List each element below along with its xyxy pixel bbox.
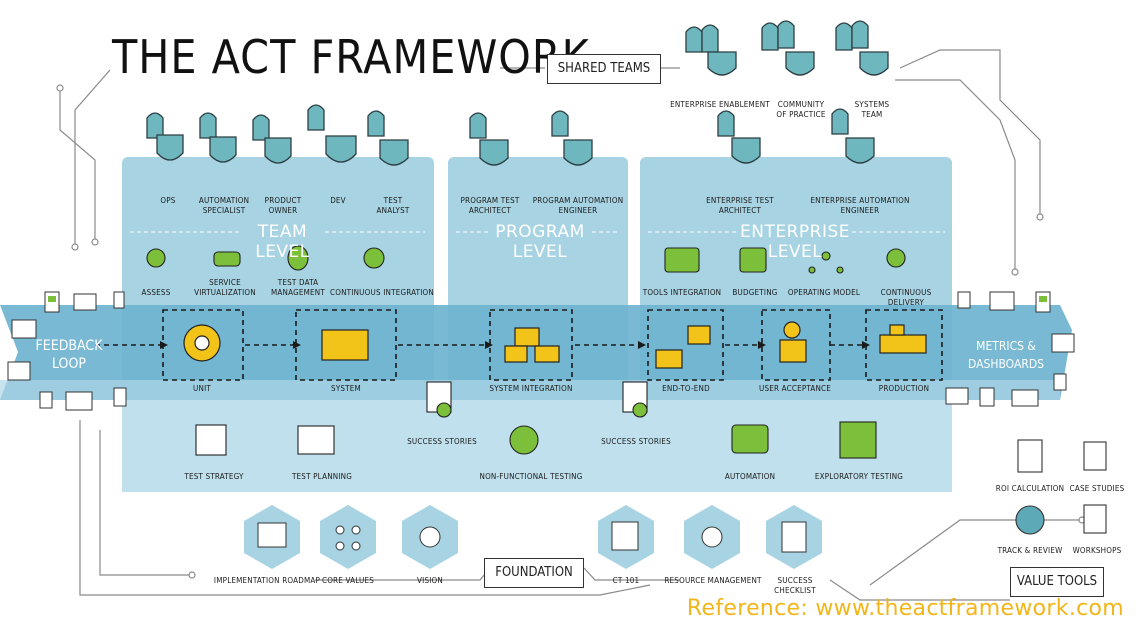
- foundation-item-label: CT 101: [612, 576, 640, 585]
- foundation-item-label: IMPLEMENTATION ROADMAP: [213, 576, 321, 585]
- metrics-dashboards-label: METRICS & DASHBOARDS: [968, 339, 1044, 371]
- role-label: OPS: [160, 196, 176, 205]
- pipeline-stage-label: END-TO-END: [662, 384, 710, 393]
- role-label: PROGRAM AUTOMATION ENGINEER: [532, 196, 624, 215]
- shared-teams-tag: SHARED TEAMS: [547, 54, 661, 84]
- role-label: ENTERPRISE TEST ARCHITECT: [706, 196, 774, 215]
- lower-item-label: SUCCESS STORIES: [601, 437, 671, 446]
- practice-label: CONTINUOUS INTEGRATION: [330, 288, 434, 297]
- value-tool-label: ROI CALCULATION: [995, 484, 1065, 493]
- value-tool-label: WORKSHOPS: [1072, 546, 1122, 555]
- shared-team-label: COMMUNITY OF PRACTICE: [776, 100, 826, 119]
- shared-team-label: ENTERPRISE ENABLEMENT: [670, 100, 770, 109]
- practice-label: SERVICE VIRTUALIZATION: [194, 278, 256, 297]
- role-label: PROGRAM TEST ARCHITECT: [460, 196, 520, 215]
- pipeline-stage-label: SYSTEM: [331, 384, 361, 393]
- foundation-item-label: RESOURCE MANAGEMENT: [664, 576, 762, 585]
- foundation-item-label: SUCCESS CHECKLIST: [774, 576, 816, 595]
- practice-label: BUDGETING: [732, 288, 778, 297]
- foundation-tag: FOUNDATION: [484, 558, 584, 588]
- value-tool-label: CASE STUDIES: [1069, 484, 1125, 493]
- lower-item-label: EXPLORATORY TESTING: [814, 472, 904, 481]
- pipeline-stage-label: UNIT: [193, 384, 211, 393]
- reference-text: Reference: www.theactframework.com: [686, 596, 1124, 621]
- role-label: PRODUCT OWNER: [264, 196, 302, 215]
- lower-item-label: NON-FUNCTIONAL TESTING: [479, 472, 583, 481]
- practice-label: OPERATING MODEL: [787, 288, 861, 297]
- practice-label: ASSESS: [141, 288, 171, 297]
- pipeline-stage-label: PRODUCTION: [878, 384, 930, 393]
- practice-label: TOOLS INTEGRATION: [642, 288, 722, 297]
- role-label: AUTOMATION SPECIALIST: [198, 196, 250, 215]
- team-level-label: TEAM LEVEL: [255, 222, 310, 262]
- page-title: THE ACT FRAMEWORK: [112, 30, 590, 84]
- pipeline-stage-label: SYSTEM INTEGRATION: [489, 384, 573, 393]
- program-level-label: PROGRAM LEVEL: [495, 222, 585, 262]
- practice-label: TEST DATA MANAGEMENT: [271, 278, 325, 297]
- foundation-item-label: VISION: [417, 576, 443, 585]
- role-label: ENTERPRISE AUTOMATION ENGINEER: [810, 196, 910, 215]
- pipeline-stage-label: USER ACCEPTANCE: [758, 384, 832, 393]
- shared-team-label: SYSTEMS TEAM: [854, 100, 890, 119]
- value-tools-tag: VALUE TOOLS: [1010, 567, 1104, 597]
- role-label: TEST ANALYST: [376, 196, 410, 215]
- role-label: DEV: [330, 196, 346, 205]
- feedback-loop-label: FEEDBACK LOOP: [35, 338, 103, 372]
- lower-item-label: SUCCESS STORIES: [407, 437, 477, 446]
- lower-item-label: TEST PLANNING: [291, 472, 353, 481]
- practice-label: CONTINUOUS DELIVERY: [880, 288, 932, 307]
- foundation-item-label: CORE VALUES: [321, 576, 375, 585]
- enterprise-level-label: ENTERPRISE LEVEL: [739, 222, 850, 262]
- lower-item-label: AUTOMATION: [724, 472, 776, 481]
- lower-item-label: TEST STRATEGY: [184, 472, 244, 481]
- value-tool-label: TRACK & REVIEW: [997, 546, 1063, 555]
